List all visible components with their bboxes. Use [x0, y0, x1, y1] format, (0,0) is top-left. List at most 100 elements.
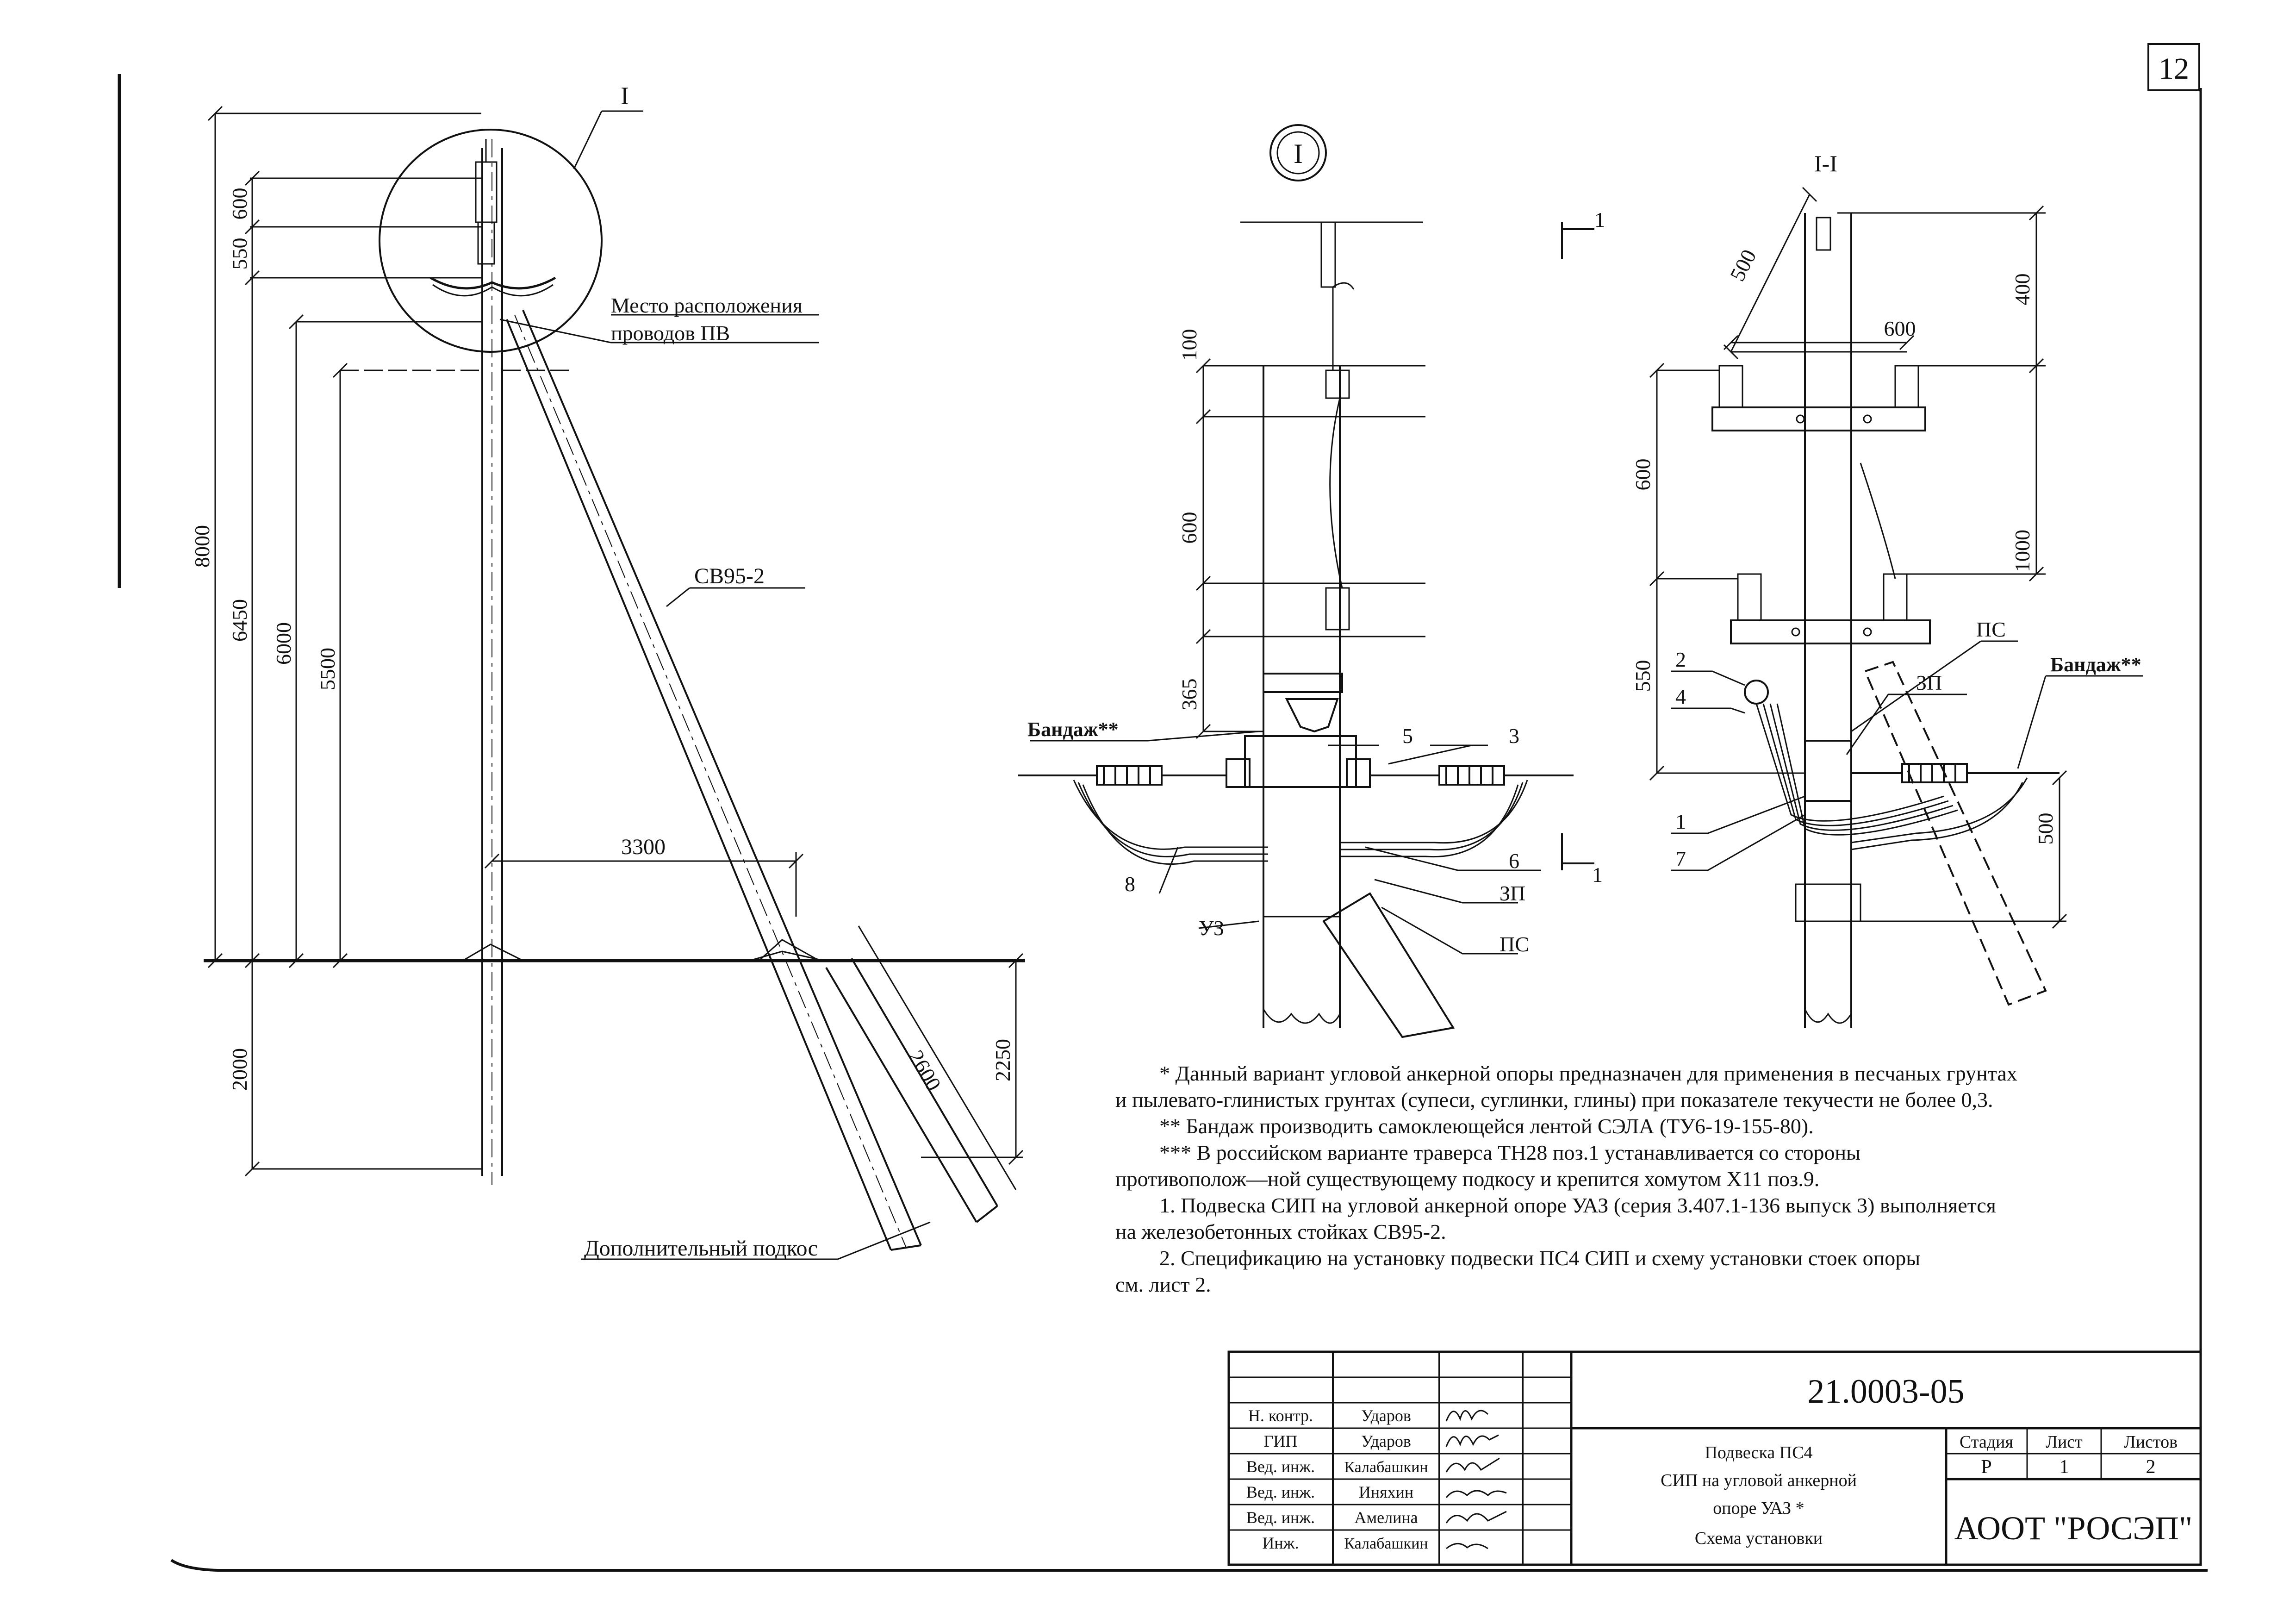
section-mark-bottom: 1 [1592, 863, 1603, 887]
dim-2600: 2600 [904, 1046, 946, 1095]
detail-dim-600: 600 [1177, 512, 1201, 544]
section-dim-550: 550 [1631, 660, 1655, 692]
dimension-lines [207, 106, 1024, 1190]
section-dim-500-bottom: 500 [2034, 813, 2057, 845]
section-dimension-lines [1649, 187, 2067, 929]
strut-label: Дополнительный подкос [584, 1236, 818, 1261]
dim-6000: 6000 [272, 622, 295, 665]
detail-pos-8: 8 [1125, 872, 1135, 896]
role-5: Вед. инж. [1246, 1508, 1315, 1527]
detail-suspension [1018, 673, 1574, 1038]
dim-8000: 8000 [190, 525, 214, 568]
section-view: I-I [1631, 150, 2143, 1028]
title-block-text: 21.0003-05 Подвеска ПС4 СИП на угловой а… [1246, 1373, 2192, 1552]
note-line: противополож—ной существующему подкосу и… [1115, 1167, 1820, 1191]
detail-leaders [1030, 731, 1541, 955]
dim-2250: 2250 [991, 1039, 1014, 1081]
title-block [1227, 1350, 2202, 1566]
detail-pos-6: 6 [1509, 849, 1519, 873]
sheets-value: 2 [2146, 1456, 2156, 1478]
name-4: Иняхин [1359, 1483, 1413, 1501]
notes-block: * Данный вариант угловой анкерной опоры … [1115, 1060, 2161, 1298]
role-2: ГИП [1264, 1432, 1298, 1450]
sheet-frame [118, 43, 2208, 1572]
section-dim-400: 400 [2010, 274, 2034, 306]
name-2: Ударов [1361, 1432, 1411, 1450]
note-line: на железобетонных стойках СВ95-2. [1115, 1220, 1446, 1243]
section-pole [1711, 213, 2060, 1028]
detail-dim-100: 100 [1177, 329, 1201, 361]
main-pole [481, 139, 503, 1185]
sheets-header: Листов [2124, 1432, 2178, 1452]
note-line: ** Бандаж производить самоклеющейся лент… [1159, 1114, 1814, 1138]
detail-pos-3: 3 [1509, 724, 1519, 748]
note-line: см. лист 2. [1115, 1273, 1211, 1296]
detail-callout-label: I [621, 82, 629, 110]
title-line-1: Подвеска ПС4 [1705, 1443, 1812, 1462]
stage-value: Р [1981, 1456, 1991, 1478]
section-view-label: I-I [1814, 150, 1837, 176]
left-view: I Место расположения проводов ПВ СВ95-2 … [190, 82, 1025, 1261]
section-pos-2: 2 [1675, 648, 1686, 671]
dim-6450: 6450 [228, 599, 251, 642]
role-3: Вед. инж. [1246, 1457, 1315, 1476]
detail-pole [1240, 221, 1423, 1028]
section-leaders [1671, 640, 2143, 871]
detail-code-ps: ПС [1500, 932, 1529, 956]
note-line: 2. Спецификацию на установку подвески ПС… [1159, 1246, 1921, 1270]
role-4: Вед. инж. [1246, 1483, 1315, 1501]
pole-head [429, 139, 556, 297]
wire-location-label-2: проводов ПВ [611, 321, 730, 345]
title-line-3: опоре УАЗ * [1713, 1499, 1804, 1518]
detail-circle [379, 129, 603, 353]
sheet-header: Лист [2046, 1432, 2083, 1452]
name-6: Калабашкин [1344, 1535, 1428, 1552]
name-3: Калабашкин [1344, 1459, 1428, 1476]
section-pos-1: 1 [1675, 810, 1686, 833]
title-line-2: СИП на угловой анкерной [1661, 1471, 1857, 1490]
detail-code-uz: УЗ [1199, 916, 1224, 940]
dim-2000: 2000 [228, 1048, 251, 1091]
dim-3300: 3300 [621, 835, 666, 859]
section-pos-7: 7 [1675, 847, 1686, 870]
note-line: 1. Подвеска СИП на угловой анкерной опор… [1159, 1193, 1996, 1217]
section-mark [1561, 222, 1594, 870]
document-code: 21.0003-05 [1807, 1373, 1964, 1411]
name-1: Ударов [1361, 1406, 1411, 1425]
detail-label-circle [1269, 124, 1327, 181]
section-dim-600-vertical: 600 [1631, 459, 1655, 491]
section-mark-top: 1 [1594, 208, 1605, 231]
detail-view: I [1018, 124, 1605, 1038]
detail-dim-365: 365 [1177, 679, 1201, 711]
sheet-number: 12 [2159, 52, 2189, 86]
section-pos-4: 4 [1675, 685, 1686, 708]
dim-600-left: 600 [228, 188, 251, 220]
detail-dimension-lines [1195, 358, 1425, 739]
ground-line [204, 939, 1025, 962]
section-code-zp: ЗП [1916, 671, 1942, 694]
section-code-ps: ПС [1976, 618, 2006, 641]
section-dim-600-horizontal: 600 [1884, 317, 1916, 340]
section-dim-1000: 1000 [2010, 530, 2034, 572]
detail-view-label: I [1294, 138, 1303, 169]
detail-pos-5: 5 [1402, 724, 1413, 748]
note-line: и пылевато-глинистых грунтах (супеси, су… [1115, 1088, 1993, 1112]
additional-strut [825, 957, 998, 1223]
pole-label: СВ95-2 [694, 564, 765, 588]
name-5: Амелина [1354, 1508, 1418, 1527]
dim-550-left: 550 [228, 238, 251, 270]
wire-location-label-1: Место расположения [611, 294, 803, 317]
note-line: * Данный вариант угловой анкерной опоры … [1159, 1062, 2017, 1085]
detail-bandage-label: Бандаж** [1027, 718, 1119, 741]
role-1: Н. контр. [1248, 1406, 1313, 1425]
section-dim-500-top: 500 [1725, 246, 1761, 285]
strut-pole [506, 310, 922, 1251]
role-6: Инж. [1262, 1534, 1299, 1552]
organization-name: АООТ "РОСЭП" [1954, 1510, 2193, 1547]
title-line-4: Схема установки [1695, 1529, 1823, 1548]
dim-5500: 5500 [316, 648, 339, 690]
sheet-value: 1 [2060, 1456, 2069, 1478]
detail-code-zp: ЗП [1500, 881, 1525, 905]
note-line: *** В российском варианте траверса ТН28 … [1159, 1141, 1860, 1164]
